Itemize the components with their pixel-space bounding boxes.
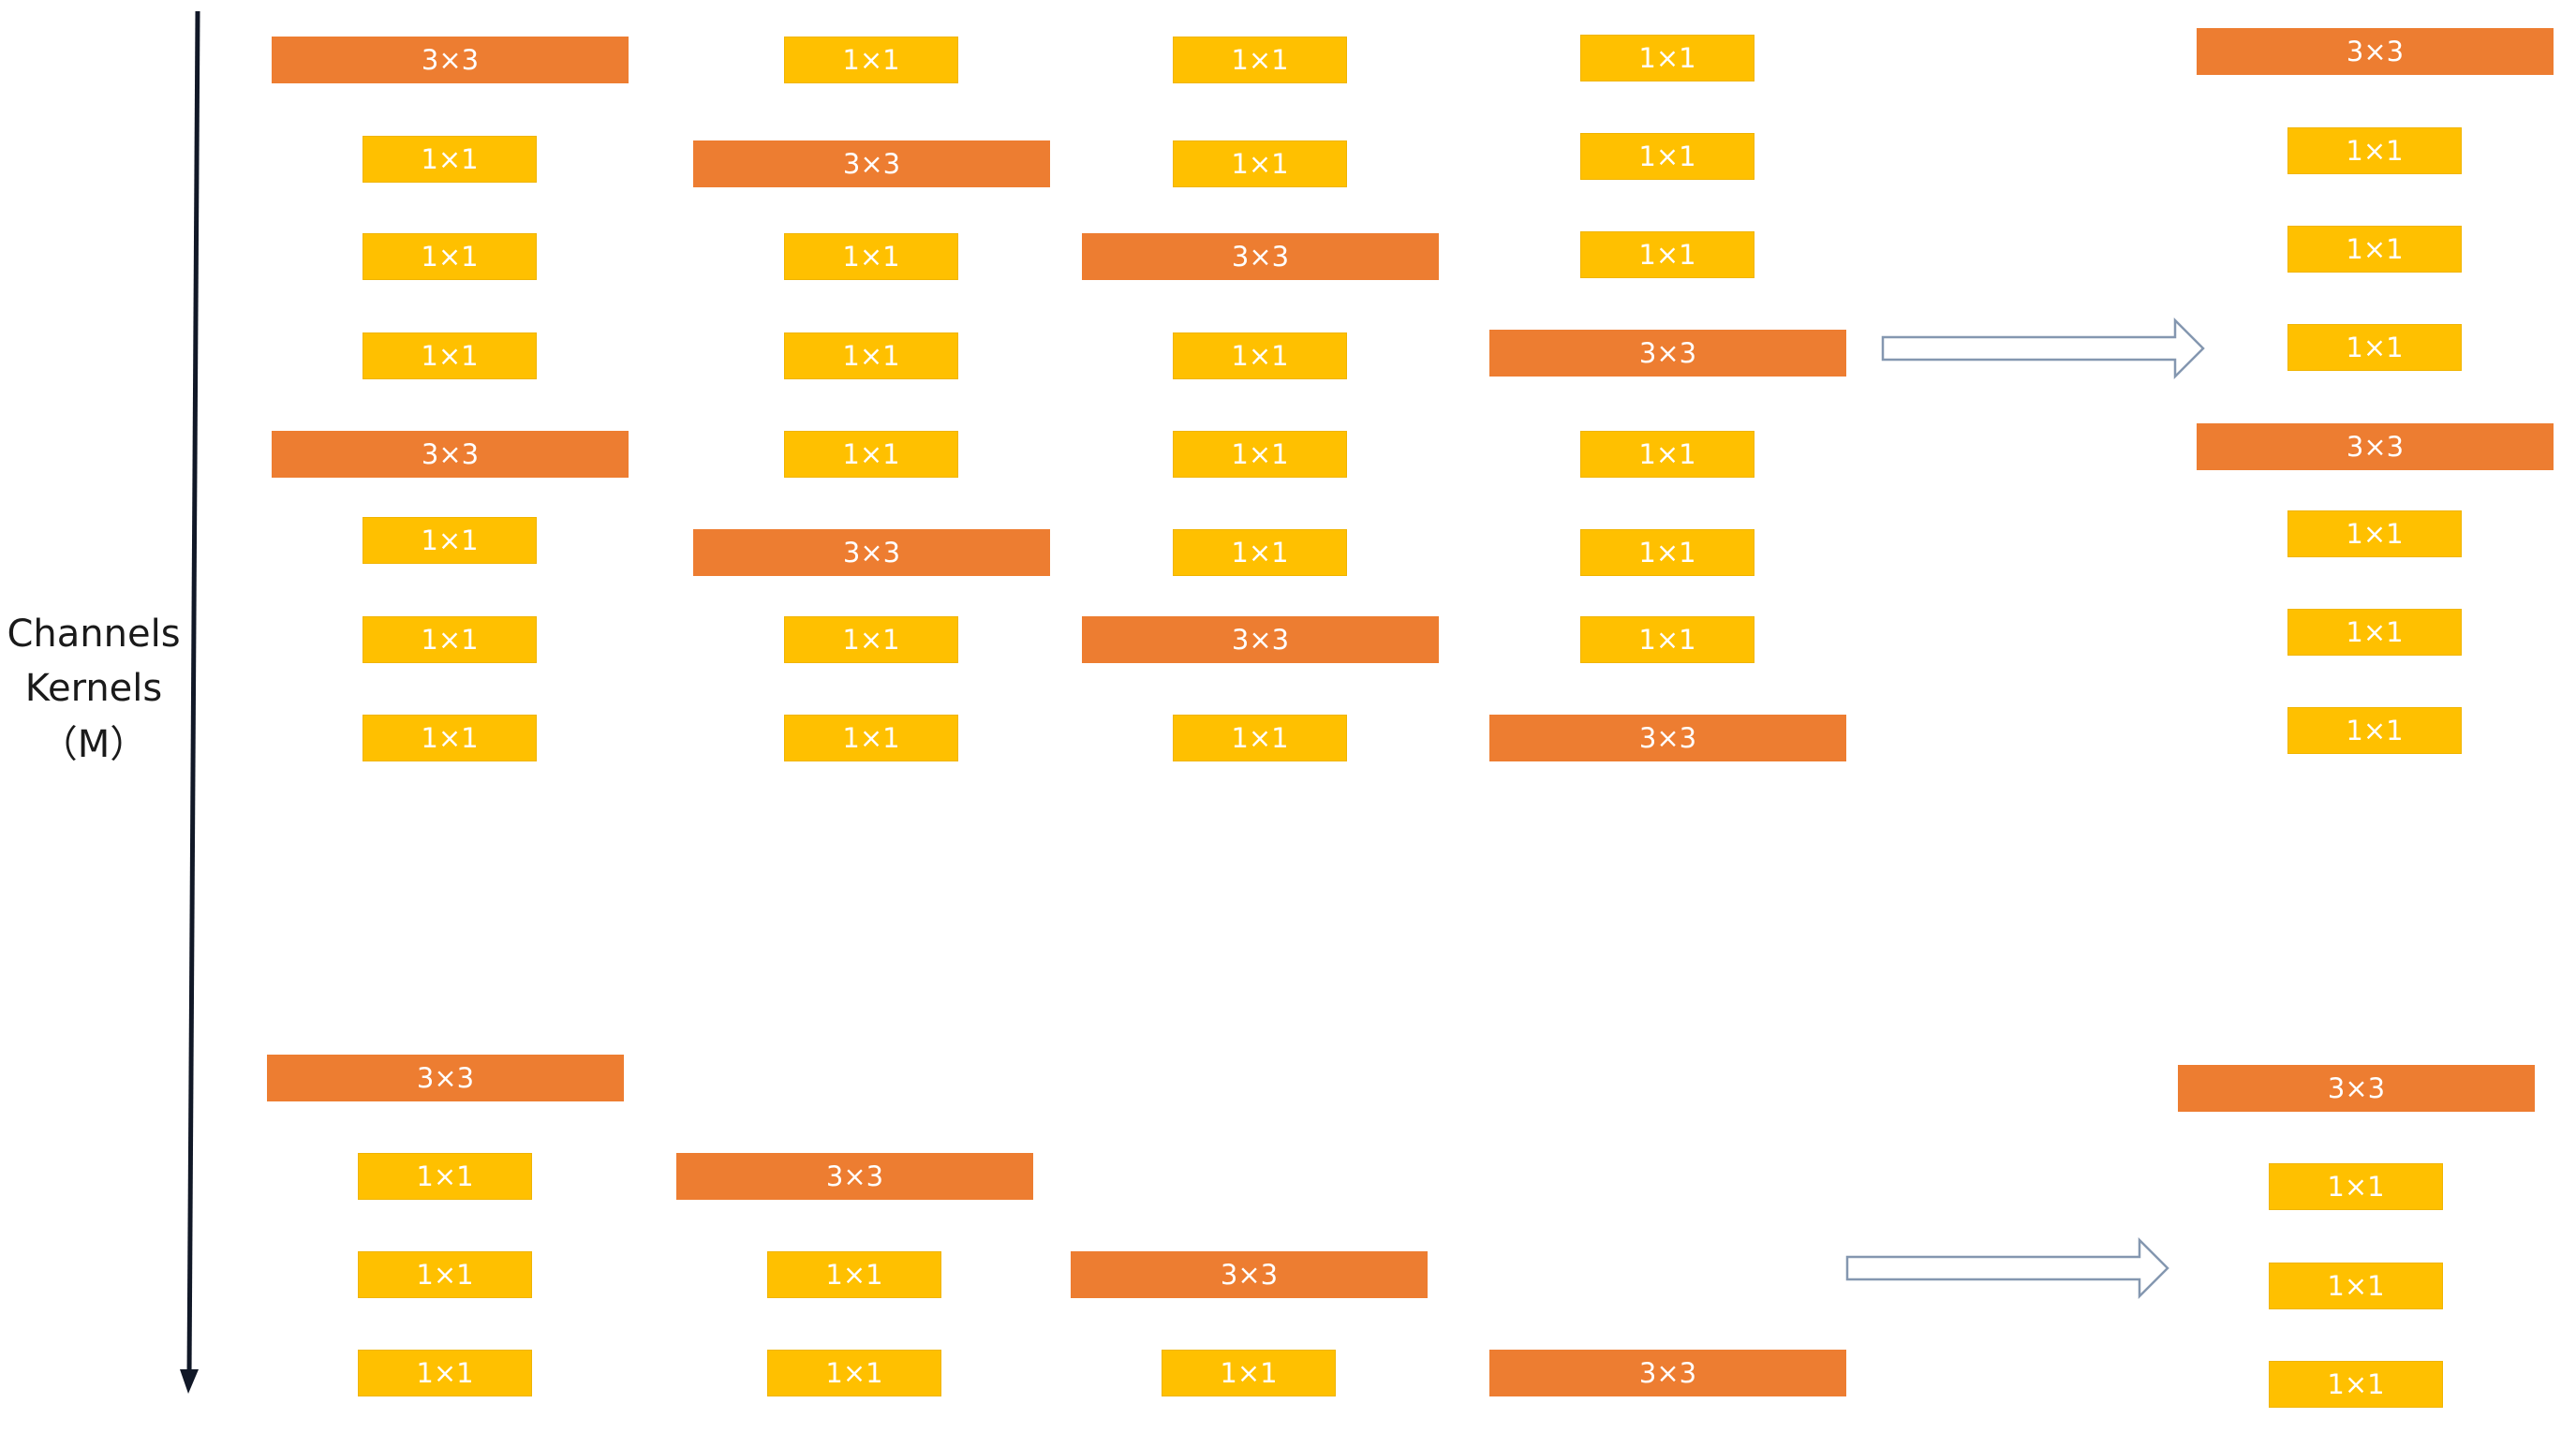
top-result-kernel-1x1: 1×1 [2287, 707, 2462, 754]
top-col1-kernel-1x1: 1×1 [363, 332, 537, 379]
bottom-col2-kernel-3x3: 3×3 [676, 1153, 1033, 1200]
axis-label-m: （M） [39, 723, 148, 766]
bottom-result-kernel-3x3: 3×3 [2178, 1065, 2535, 1112]
top-col2-kernel-1x1: 1×1 [784, 233, 958, 280]
top-col3-kernel-1x1: 1×1 [1173, 529, 1347, 576]
top-result-kernel-3x3: 3×3 [2197, 423, 2554, 470]
top-result-kernel-1x1: 1×1 [2287, 510, 2462, 557]
top-col4-kernel-3x3: 3×3 [1489, 330, 1846, 377]
bottom-result-kernel-1x1: 1×1 [2269, 1163, 2443, 1210]
top-col1-kernel-1x1: 1×1 [363, 715, 537, 761]
top-col2-kernel-1x1: 1×1 [784, 715, 958, 761]
transform-arrow-top [1881, 317, 2205, 380]
top-col2-kernel-1x1: 1×1 [784, 431, 958, 478]
bottom-result-kernel-1x1: 1×1 [2269, 1361, 2443, 1408]
top-col2-kernel-3x3: 3×3 [693, 140, 1050, 187]
bottom-col2-kernel-1x1: 1×1 [767, 1251, 941, 1298]
bottom-col3-kernel-1x1: 1×1 [1162, 1350, 1336, 1396]
axis-line [186, 10, 200, 1378]
top-col4-kernel-1x1: 1×1 [1580, 616, 1754, 663]
top-col2-kernel-1x1: 1×1 [784, 332, 958, 379]
top-col3-kernel-1x1: 1×1 [1173, 140, 1347, 187]
top-col1-kernel-1x1: 1×1 [363, 136, 537, 183]
top-col3-kernel-1x1: 1×1 [1173, 37, 1347, 83]
top-result-kernel-1x1: 1×1 [2287, 226, 2462, 273]
bottom-col4-kernel-3x3: 3×3 [1489, 1350, 1846, 1396]
top-col1-kernel-1x1: 1×1 [363, 517, 537, 564]
bottom-col1-kernel-3x3: 3×3 [267, 1055, 624, 1101]
top-col4-kernel-1x1: 1×1 [1580, 529, 1754, 576]
top-col4-kernel-1x1: 1×1 [1580, 231, 1754, 278]
top-col3-kernel-1x1: 1×1 [1173, 332, 1347, 379]
top-result-kernel-1x1: 1×1 [2287, 127, 2462, 174]
bottom-result-kernel-1x1: 1×1 [2269, 1263, 2443, 1309]
axis-label-channels: Channels [7, 613, 181, 656]
bottom-col3-kernel-3x3: 3×3 [1071, 1251, 1428, 1298]
top-result-kernel-1x1: 1×1 [2287, 609, 2462, 656]
top-col3-kernel-3x3: 3×3 [1082, 616, 1439, 663]
bottom-col2-kernel-1x1: 1×1 [767, 1350, 941, 1396]
bottom-col1-kernel-1x1: 1×1 [358, 1350, 532, 1396]
top-col4-kernel-1x1: 1×1 [1580, 431, 1754, 478]
top-col1-kernel-1x1: 1×1 [363, 616, 537, 663]
top-col2-kernel-1x1: 1×1 [784, 37, 958, 83]
top-col1-kernel-3x3: 3×3 [272, 37, 629, 83]
top-result-kernel-1x1: 1×1 [2287, 324, 2462, 371]
top-col4-kernel-3x3: 3×3 [1489, 715, 1846, 761]
top-col2-kernel-3x3: 3×3 [693, 529, 1050, 576]
top-col3-kernel-1x1: 1×1 [1173, 715, 1347, 761]
top-col4-kernel-1x1: 1×1 [1580, 35, 1754, 81]
axis-label-kernels: Kernels [24, 667, 163, 710]
top-result-kernel-3x3: 3×3 [2197, 28, 2554, 75]
transform-arrow-bottom [1845, 1236, 2169, 1300]
top-col1-kernel-3x3: 3×3 [272, 431, 629, 478]
axis-arrowhead [180, 1369, 199, 1394]
top-col4-kernel-1x1: 1×1 [1580, 133, 1754, 180]
top-col2-kernel-1x1: 1×1 [784, 616, 958, 663]
top-col3-kernel-3x3: 3×3 [1082, 233, 1439, 280]
top-col3-kernel-1x1: 1×1 [1173, 431, 1347, 478]
bottom-col1-kernel-1x1: 1×1 [358, 1251, 532, 1298]
bottom-col1-kernel-1x1: 1×1 [358, 1153, 532, 1200]
top-col1-kernel-1x1: 1×1 [363, 233, 537, 280]
